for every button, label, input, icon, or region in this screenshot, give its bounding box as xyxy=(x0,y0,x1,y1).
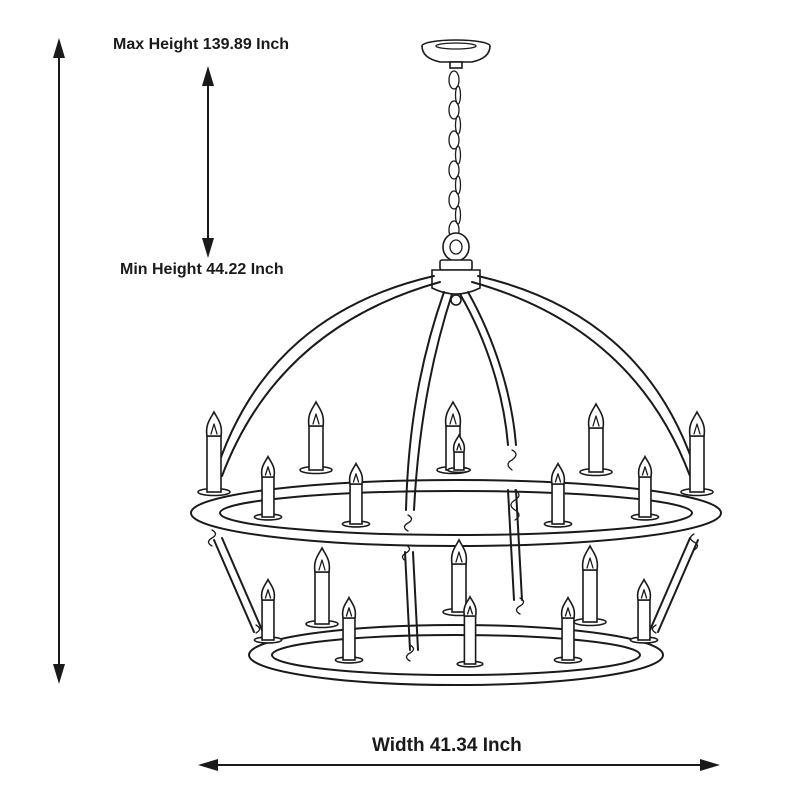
width-arrow xyxy=(198,759,720,771)
candle-bulb xyxy=(197,410,231,497)
candle-bulb xyxy=(341,461,371,528)
candle-bulb xyxy=(543,461,573,528)
candle-bulb xyxy=(299,400,333,475)
candle-lights xyxy=(197,400,714,668)
chain-link xyxy=(448,190,460,210)
chain-link xyxy=(448,130,460,150)
candle-bulb xyxy=(446,433,471,474)
chain-link xyxy=(448,70,460,90)
candle-bulb xyxy=(629,577,659,644)
ceiling-canopy xyxy=(421,39,491,69)
candle-bulb xyxy=(553,595,583,664)
max-height-arrow xyxy=(53,38,65,684)
candle-bulb xyxy=(456,595,484,668)
connecting-rods xyxy=(213,537,699,651)
max-height-label: Max Height 139.89 Inch xyxy=(113,36,290,53)
width-label: Width 41.34 Inch xyxy=(372,735,522,756)
candle-bulb xyxy=(573,544,607,627)
candle-bulb xyxy=(334,595,364,664)
candle-bulb xyxy=(253,454,283,521)
min-height-arrow xyxy=(202,66,214,258)
candle-bulb xyxy=(579,402,613,477)
center-hub xyxy=(431,232,481,306)
chain-link xyxy=(448,100,460,120)
hanging-chain xyxy=(448,70,462,240)
min-height-label: Min Height 44.22 Inch xyxy=(120,261,284,278)
lower-ring xyxy=(248,624,664,686)
candle-bulb xyxy=(305,546,339,629)
candle-bulb xyxy=(680,410,714,497)
chain-link xyxy=(448,160,460,180)
candle-bulb xyxy=(253,577,283,644)
candle-bulb xyxy=(630,454,660,521)
connector-knots xyxy=(207,449,699,662)
